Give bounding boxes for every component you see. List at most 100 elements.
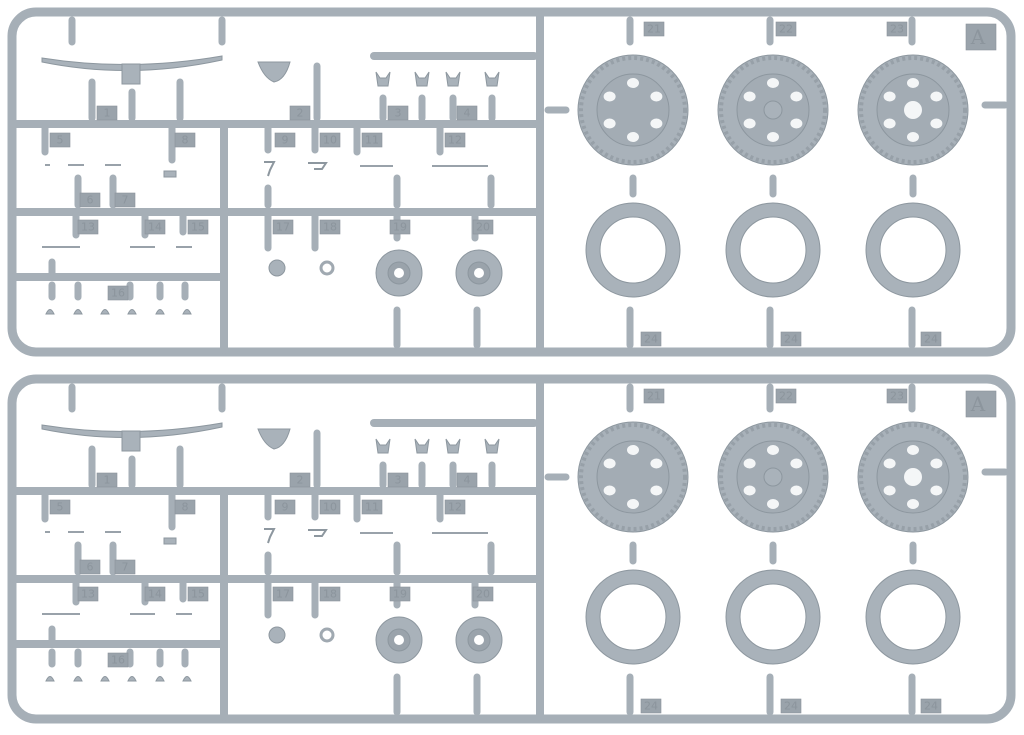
tire-part bbox=[585, 569, 681, 665]
part-number: 22 bbox=[779, 390, 793, 403]
part-number: 9 bbox=[282, 134, 289, 147]
nut-part bbox=[155, 676, 165, 682]
part-number-tag bbox=[289, 105, 311, 121]
spring-clamp-part bbox=[121, 430, 141, 452]
nut-part bbox=[100, 676, 110, 682]
nut-part bbox=[45, 676, 55, 682]
part-number: 7 bbox=[122, 561, 129, 574]
part-number: 8 bbox=[182, 134, 189, 147]
part-number: 2 bbox=[297, 474, 304, 487]
part-number: 17 bbox=[276, 588, 290, 601]
part-number-tag bbox=[920, 698, 942, 714]
part-number-tag bbox=[187, 586, 209, 602]
part-number-tag bbox=[107, 652, 129, 668]
part-number: 11 bbox=[365, 134, 379, 147]
part-number-tag bbox=[49, 132, 71, 148]
part-number-tag bbox=[272, 219, 294, 235]
part-number: 14 bbox=[148, 588, 162, 601]
part-number: 3 bbox=[395, 474, 402, 487]
part-number: 14 bbox=[148, 221, 162, 234]
wheel-part bbox=[717, 421, 829, 533]
part-number: 12 bbox=[448, 501, 462, 514]
part-number: 4 bbox=[464, 474, 471, 487]
part-number-tag bbox=[886, 21, 908, 37]
part-number-tag bbox=[643, 21, 665, 37]
part-number-tag bbox=[643, 388, 665, 404]
part-number-tag bbox=[174, 132, 196, 148]
nut-part bbox=[45, 309, 55, 315]
part-number: 22 bbox=[779, 23, 793, 36]
part-number: 1 bbox=[104, 107, 111, 120]
part-number-tag bbox=[107, 285, 129, 301]
part-number-tag bbox=[77, 586, 99, 602]
part-number: 18 bbox=[323, 221, 337, 234]
part-number-tag bbox=[274, 132, 296, 148]
part-number: 16 bbox=[111, 287, 125, 300]
part-number-tag bbox=[289, 472, 311, 488]
brake-drum-part bbox=[375, 616, 423, 664]
wheel-part bbox=[857, 421, 969, 533]
part-number-tag bbox=[472, 586, 494, 602]
wheel-part bbox=[857, 54, 969, 166]
part-number: 15 bbox=[191, 588, 205, 601]
part-number-tag bbox=[77, 219, 99, 235]
part-number: 24 bbox=[644, 333, 658, 346]
sprue-outer-runner bbox=[7, 374, 1016, 724]
part-number: 24 bbox=[924, 700, 938, 713]
part-number-tag bbox=[775, 388, 797, 404]
hook-part bbox=[308, 162, 328, 170]
part-number-tag bbox=[319, 219, 341, 235]
tire-part bbox=[585, 202, 681, 298]
sprue-outer-runner bbox=[7, 7, 1016, 357]
part-number-tag bbox=[319, 586, 341, 602]
part-number-tag bbox=[640, 331, 662, 347]
headlamp-part bbox=[257, 61, 291, 83]
spring-clamp-part bbox=[121, 63, 141, 85]
part-number-tag bbox=[114, 192, 136, 208]
nut-part bbox=[73, 676, 83, 682]
part-number: 24 bbox=[924, 333, 938, 346]
part-number: 6 bbox=[87, 194, 94, 207]
part-number-tag bbox=[49, 499, 71, 515]
bracket-part bbox=[414, 71, 430, 87]
part-number-tag bbox=[780, 698, 802, 714]
bracket-part bbox=[484, 438, 500, 454]
part-number-tag bbox=[640, 698, 662, 714]
part-number-tag bbox=[456, 472, 478, 488]
tire-part bbox=[865, 569, 961, 665]
bracket-part bbox=[375, 71, 391, 87]
part-number-tag bbox=[274, 499, 296, 515]
part-number: 2 bbox=[297, 107, 304, 120]
lever-part bbox=[264, 161, 276, 177]
part-number-tag bbox=[96, 105, 118, 121]
part-number: 21 bbox=[647, 390, 661, 403]
part-number-tag bbox=[920, 331, 942, 347]
hook-part bbox=[308, 529, 328, 537]
part-number-tag bbox=[361, 499, 383, 515]
part-number: 12 bbox=[448, 134, 462, 147]
part-number-tag bbox=[187, 219, 209, 235]
part-number-tag bbox=[96, 472, 118, 488]
part-number-tag bbox=[387, 105, 409, 121]
part-number-tag bbox=[174, 499, 196, 515]
sprue-letter: A bbox=[970, 25, 986, 49]
part-number-tag bbox=[444, 499, 466, 515]
part-number-tag bbox=[144, 586, 166, 602]
part-number-tag bbox=[886, 388, 908, 404]
washer-part bbox=[319, 627, 335, 643]
part-number: 17 bbox=[276, 221, 290, 234]
bracket-part bbox=[375, 438, 391, 454]
nut-part bbox=[127, 309, 137, 315]
brake-drum-part bbox=[375, 249, 423, 297]
part-number: 5 bbox=[57, 501, 64, 514]
plate-part bbox=[163, 537, 177, 545]
part-number-tag bbox=[79, 559, 101, 575]
small-disc-part bbox=[268, 626, 286, 644]
part-number: 1 bbox=[104, 474, 111, 487]
part-number-tag bbox=[361, 132, 383, 148]
part-number: 9 bbox=[282, 501, 289, 514]
part-number-tag bbox=[389, 586, 411, 602]
small-disc-part bbox=[268, 259, 286, 277]
nut-part bbox=[100, 309, 110, 315]
